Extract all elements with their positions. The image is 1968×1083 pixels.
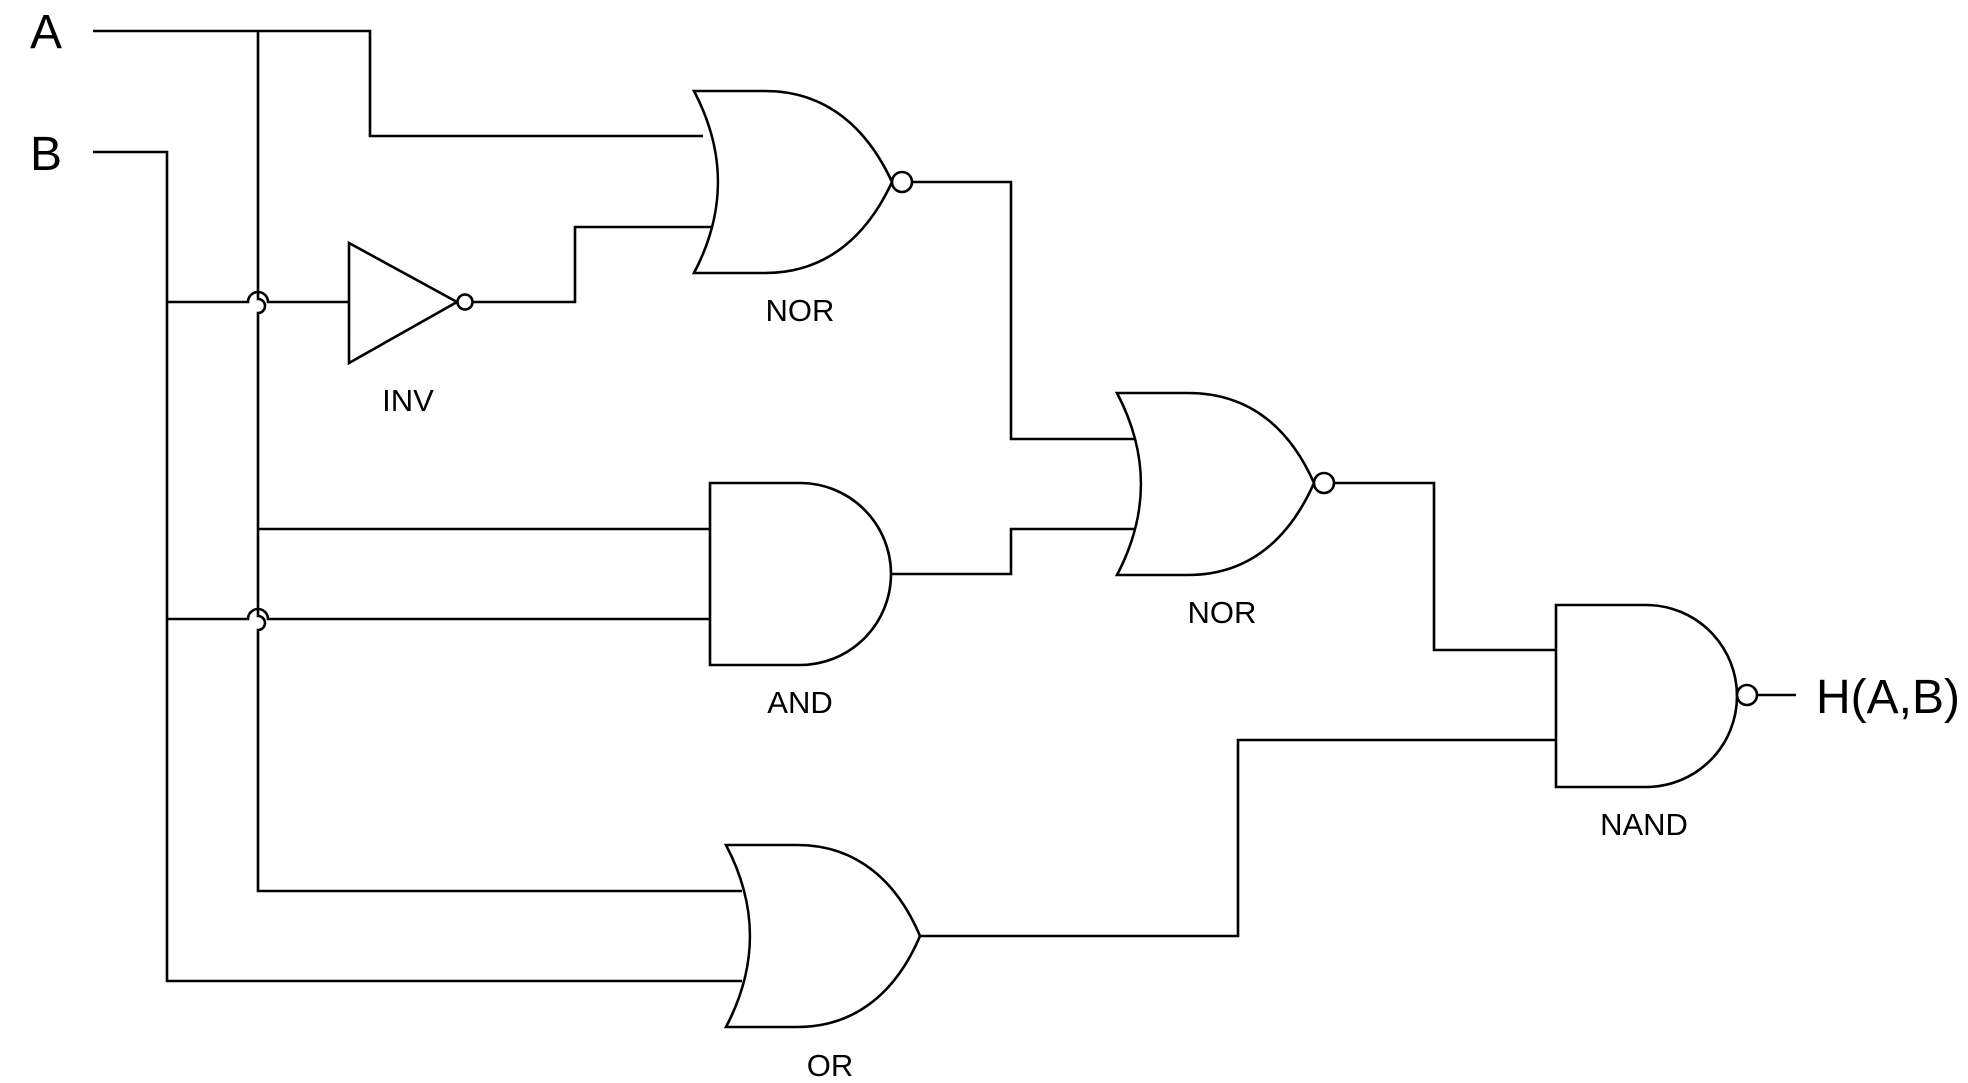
nor-mid-inversion-bubble [1312, 471, 1336, 495]
or-label: OR [807, 1048, 854, 1083]
inverter-gate: INV [347, 240, 474, 418]
wire-inv-to-nor-top [472, 225, 712, 304]
nor-mid-label: NOR [1188, 595, 1257, 630]
output-label: H(A,B) [1816, 671, 1960, 724]
wire-and-to-nor-mid [892, 527, 1135, 576]
input-a-label: A [30, 6, 62, 59]
nor-top-inversion-bubble [890, 170, 914, 194]
or-gate: OR [723, 843, 922, 1083]
nor-gate-top: NOR [691, 89, 914, 328]
wire-b-to-and [167, 607, 710, 621]
input-b-label: B [30, 128, 62, 181]
wire-nor-top-to-nor-mid [912, 180, 1135, 441]
nand-inversion-bubble [1735, 683, 1759, 707]
wire-nor-mid-to-nand [1334, 481, 1556, 652]
nor-gate-middle: NOR [1114, 391, 1336, 630]
wire-b-input [93, 150, 742, 983]
and-gate: AND [708, 481, 893, 720]
and-label: AND [767, 685, 832, 720]
nor-top-label: NOR [766, 293, 835, 328]
nand-gate: NAND [1554, 603, 1759, 842]
wire-a-input [93, 29, 703, 138]
wire-or-to-nand [920, 738, 1556, 938]
wires [93, 29, 1796, 983]
inv-label: INV [382, 383, 434, 418]
inverter-inversion-bubble [456, 293, 474, 311]
wire-a-bus [256, 31, 742, 893]
nand-label: NAND [1600, 807, 1688, 842]
wire-b-to-inv [167, 290, 349, 304]
